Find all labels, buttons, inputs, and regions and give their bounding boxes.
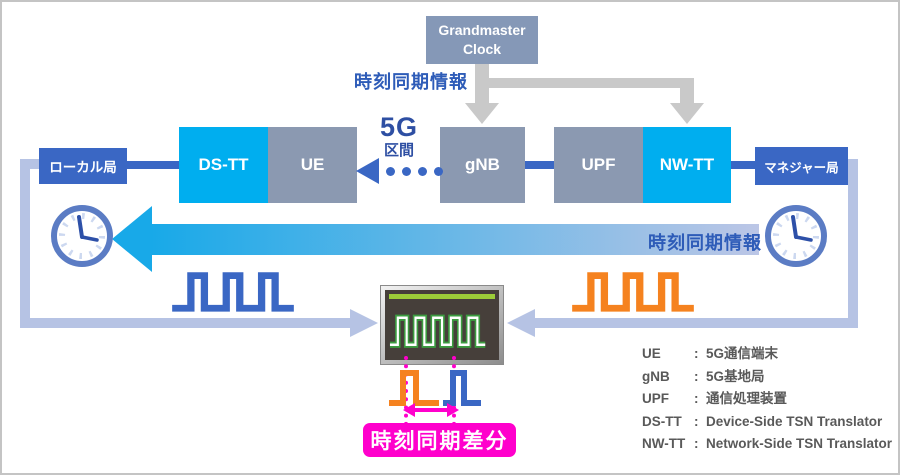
sync-info-label-arrow: 時刻同期情報 [648, 233, 762, 253]
segment-5g-line2: 区間 [383, 142, 414, 159]
grandmaster-branch-line [482, 78, 694, 88]
dot-icon [402, 167, 411, 176]
clock-icon-manager [765, 205, 827, 267]
legend-term: UPF [642, 391, 669, 406]
grandmaster-stem-left [475, 62, 489, 104]
node-ds-tt: DS-TT [179, 127, 268, 203]
legend-separator: : [694, 391, 699, 406]
connector-gnb-upf [525, 161, 554, 169]
grandmaster-line2: Clock [462, 41, 502, 57]
sync-arrowhead-icon [112, 206, 152, 272]
legend-desc: 通信処理装置 [706, 391, 787, 406]
dotted-arrowhead-icon [356, 158, 379, 184]
gray-arrowhead-nwtt-icon [670, 103, 704, 124]
clock-icon-local [51, 205, 113, 267]
manager-station-box: マネジャー局 [755, 147, 848, 185]
grandmaster-line1: Grandmaster [438, 22, 526, 39]
wire-left-stub [20, 159, 46, 169]
node-gnb: gNB [440, 127, 525, 203]
legend-desc: Device-Side TSN Translator [706, 413, 883, 429]
oscilloscope-menubar [389, 294, 495, 299]
segment-5g-label: 5G 区間 [370, 112, 428, 159]
legend: UE:5G通信端末 gNB:5G基地局 UPF:通信処理装置 DS-TT:Dev… [642, 343, 892, 456]
waveform-blue [172, 272, 294, 312]
wire-left-horizontal [20, 318, 352, 328]
sync-arrow-body [151, 224, 759, 255]
wire-left-vertical [20, 159, 30, 328]
diff-result-badge: 時刻同期差分 [363, 423, 516, 457]
wire-right-horizontal [535, 318, 858, 328]
arrowhead-left-icon [507, 309, 535, 337]
legend-separator: : [694, 346, 699, 361]
sync-info-label-top: 時刻同期情報 [354, 72, 468, 92]
legend-separator: : [694, 368, 699, 384]
pulse-blue [443, 370, 481, 406]
connector-nwtt-manager [731, 161, 755, 169]
legend-term: gNB [642, 368, 670, 384]
node-nw-tt: NW-TT [643, 127, 731, 203]
legend-row: UPF: 通信処理装置 [642, 388, 892, 411]
grandmaster-stem-right [680, 82, 694, 104]
legend-term: DS-TT [642, 413, 682, 429]
legend-desc: 5G基地局 [706, 368, 765, 384]
legend-desc: Network-Side TSN Translator [706, 436, 893, 451]
diff-arrow-icon [403, 403, 459, 417]
legend-term: UE [642, 346, 661, 361]
oscilloscope-waveform [389, 314, 486, 348]
segment-5g-line1: 5G [379, 112, 419, 142]
dot-icon [418, 167, 427, 176]
legend-separator: : [694, 436, 699, 451]
node-upf: UPF [554, 127, 643, 203]
wire-right-vertical [848, 159, 858, 318]
connector-local-dstt [125, 161, 179, 169]
legend-separator: : [694, 413, 699, 429]
legend-row: gNB:5G基地局 [642, 366, 892, 389]
node-ue: UE [268, 127, 357, 203]
dot-icon [386, 167, 395, 176]
oscilloscope-screen [385, 290, 499, 360]
arrowhead-right-icon [350, 309, 378, 337]
pulse-orange [389, 370, 439, 406]
legend-row: UE:5G通信端末 [642, 343, 892, 366]
legend-row: DS-TT: Device-Side TSN Translator [642, 411, 892, 434]
local-station-box: ローカル局 [39, 148, 127, 184]
legend-row: NW-TT: Network-Side TSN Translator [642, 433, 892, 456]
oscilloscope [380, 285, 504, 365]
grandmaster-clock-box: Grandmaster Clock [426, 16, 538, 64]
gray-arrowhead-gnb-icon [465, 103, 499, 124]
waveform-orange [572, 272, 694, 312]
dot-icon [434, 167, 443, 176]
legend-desc: 5G通信端末 [706, 346, 779, 361]
legend-term: NW-TT [642, 436, 686, 451]
